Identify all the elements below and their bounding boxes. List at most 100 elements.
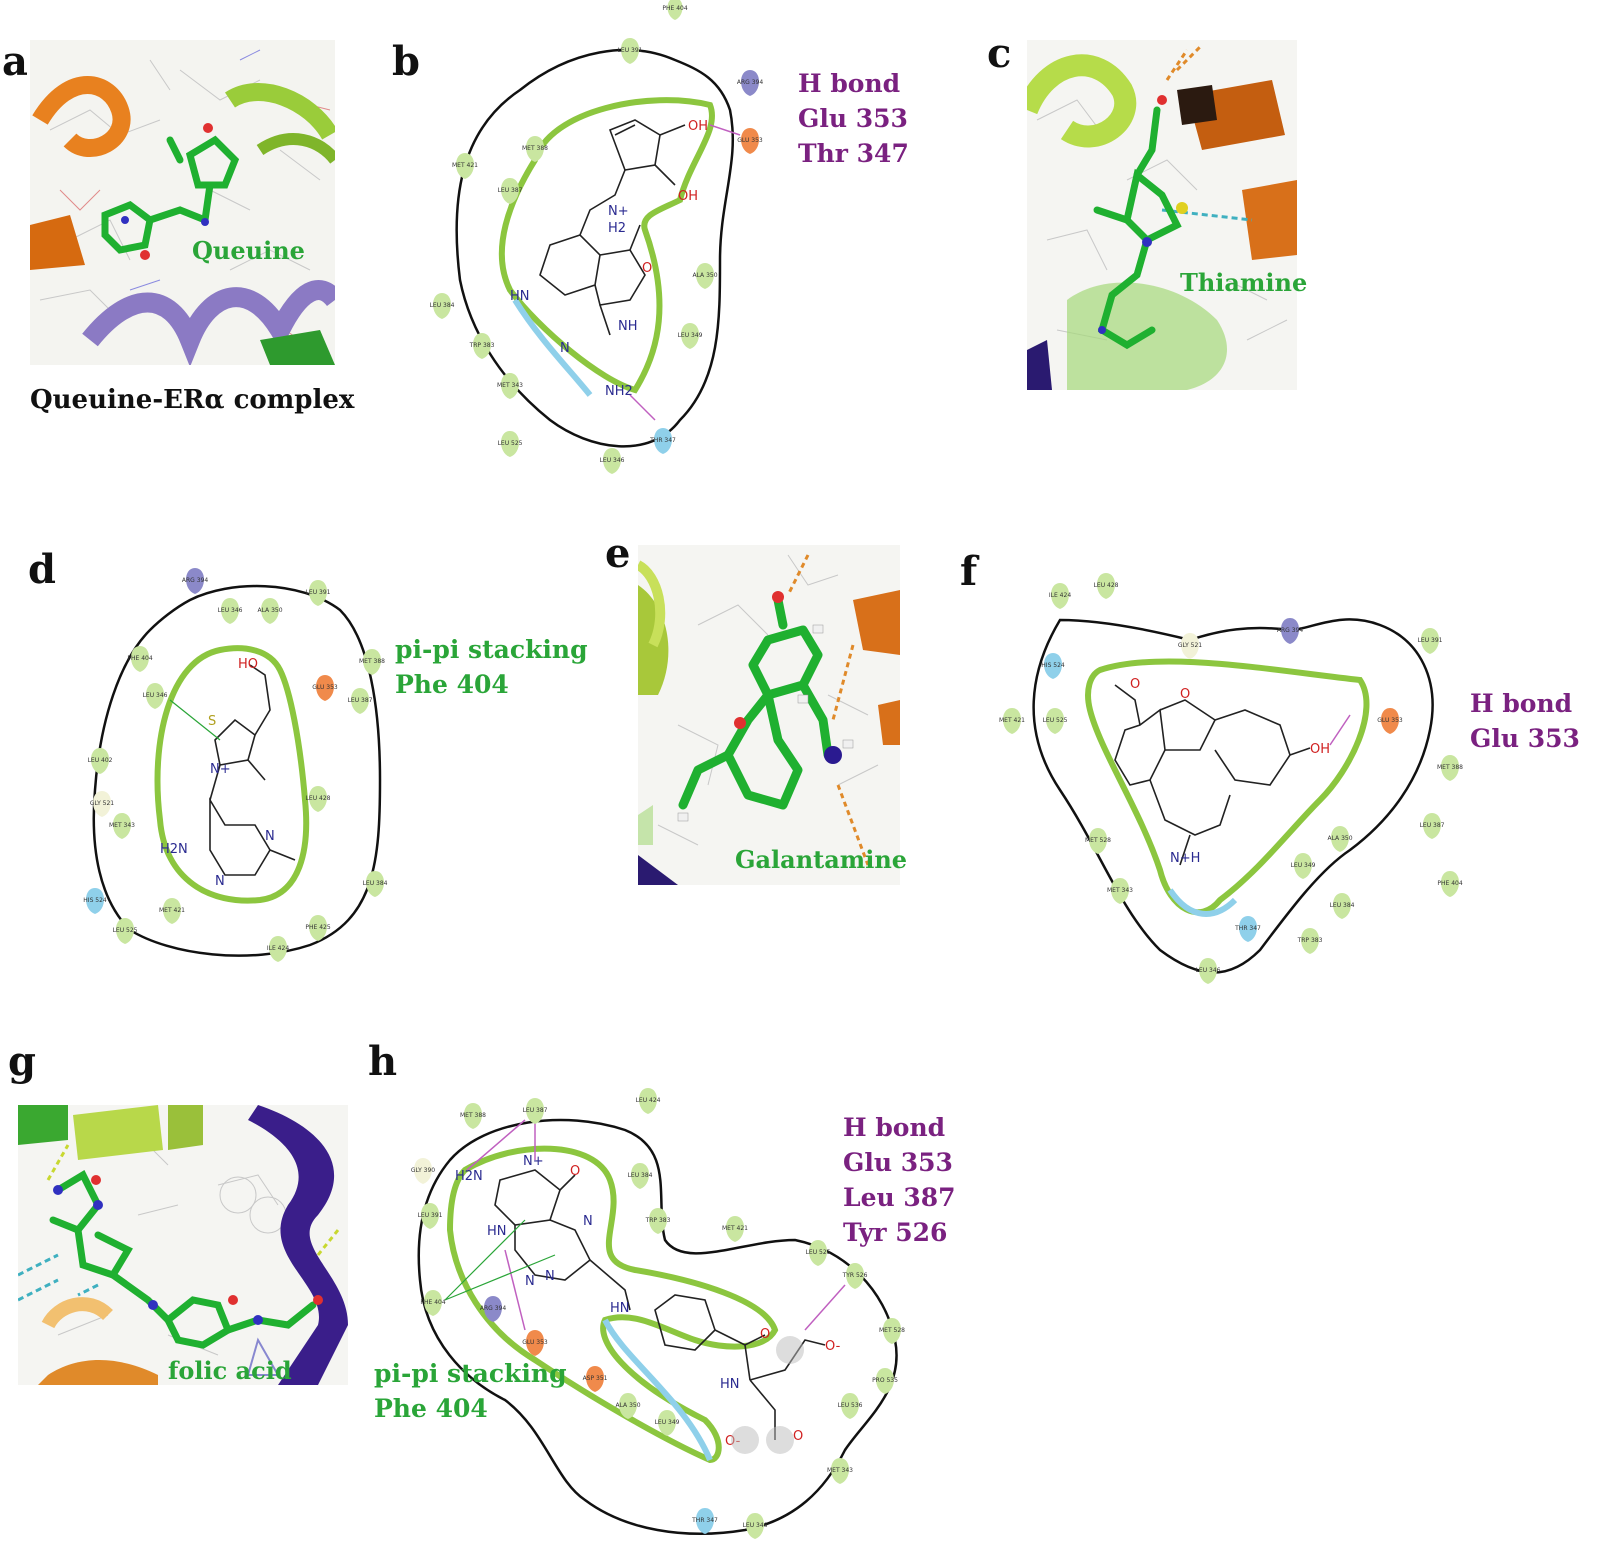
residue-leu349: LEU 349 <box>678 323 703 349</box>
svg-text:LEU 349: LEU 349 <box>678 332 703 339</box>
residue-leu384-d: LEU 384 <box>363 871 388 897</box>
residue-ala350-h: ALA 350 <box>615 1393 641 1419</box>
hbond-residue-h3: Tyr 526 <box>843 1218 948 1247</box>
svg-text:THR 347: THR 347 <box>649 437 676 444</box>
atom-hn-h3: HN <box>720 1377 740 1392</box>
svg-text:ILE 424: ILE 424 <box>1049 592 1071 599</box>
hbond-residue-h1: Glu 353 <box>843 1148 953 1177</box>
svg-text:LEU 424: LEU 424 <box>636 1097 661 1104</box>
residue-leu402-d: LEU 402 <box>88 748 113 774</box>
residue-phe425-d: PHE 425 <box>305 915 331 941</box>
residue-trp383-f: TRP 383 <box>1297 928 1323 954</box>
residue-leu387: LEU 387 <box>498 178 523 204</box>
thiamine-3d-render <box>1027 40 1297 390</box>
panel-letter-d: d <box>28 546 56 593</box>
thiamine-skeleton <box>209 664 296 876</box>
svg-text:ARG 394: ARG 394 <box>182 577 208 584</box>
svg-text:LEU 525: LEU 525 <box>113 927 138 934</box>
residue-leu346-f: LEU 346 <box>1196 958 1221 984</box>
residue-markers-f: ILE 424 LEU 428 GLY 521 ARG 394 LEU 391 … <box>999 573 1463 984</box>
atom-oh-f: OH <box>1310 742 1330 757</box>
atom-n-plus-d: N+ <box>210 762 231 777</box>
svg-text:GLU 353: GLU 353 <box>737 137 763 144</box>
residue-leu346b-d: LEU 346 <box>143 683 168 709</box>
solvent-exposure-outline-f <box>1085 658 1370 916</box>
residue-arg394-h: ARG 394 <box>480 1296 506 1322</box>
svg-text:GLY 521: GLY 521 <box>1178 642 1202 649</box>
residue-glu353: GLU 353 <box>737 128 763 154</box>
atom-n-plus: N+ <box>608 204 629 219</box>
hbond-title-h: H bond <box>843 1113 946 1142</box>
residue-markers: PHE 404 LEU 391 ARG 394 MET 388 GLU 353 … <box>430 0 763 474</box>
svg-text:HIS 524: HIS 524 <box>1041 662 1065 669</box>
residue-glu353-h: GLU 353 <box>522 1330 548 1356</box>
residue-markers-h: LEU 424 MET 388 LEU 387 GLY 390 LEU 384 … <box>411 1088 905 1539</box>
residue-glu353-d: GLU 353 <box>312 675 338 701</box>
residue-met388: MET 388 <box>522 136 548 162</box>
svg-text:GLU 353: GLU 353 <box>522 1339 548 1346</box>
solvent-exposure-outline <box>498 97 715 394</box>
pi-stacking-residue-d: Phe 404 <box>395 670 509 699</box>
atom-n-h1: N <box>583 1214 593 1229</box>
residue-phe404: PHE 404 <box>662 0 688 20</box>
svg-text:TRP 383: TRP 383 <box>469 342 495 349</box>
panel-letter-g: g <box>8 1038 36 1085</box>
residue-gly521-f: GLY 521 <box>1178 633 1202 659</box>
svg-text:GLU 353: GLU 353 <box>1377 717 1403 724</box>
residue-thr347: THR 347 <box>649 428 676 454</box>
panel-letter-e: e <box>605 530 631 577</box>
svg-text:LEU 428: LEU 428 <box>306 795 331 802</box>
residue-leu428-f: LEU 428 <box>1094 573 1119 599</box>
atom-o-ether: O <box>1180 687 1190 702</box>
residue-met528-h: MET 528 <box>879 1318 905 1344</box>
galantamine-hbond-label: H bond Glu 353 <box>1470 686 1580 756</box>
pi-stack-lines-h <box>444 1219 556 1301</box>
svg-text:MET 343: MET 343 <box>497 382 523 389</box>
panel-letter-b: b <box>392 38 420 85</box>
charged-group-halo-2 <box>731 1426 759 1454</box>
pi-stacking-title-h: pi-pi stacking <box>374 1359 567 1388</box>
atom-oh-2: OH <box>678 189 698 204</box>
residue-trp383-h: TRP 383 <box>645 1208 671 1234</box>
svg-text:LEU 346: LEU 346 <box>1196 967 1221 974</box>
svg-text:LEU 349: LEU 349 <box>1291 862 1316 869</box>
svg-text:LEU 391: LEU 391 <box>306 589 331 596</box>
thiamine-render-graphic <box>1027 43 1297 390</box>
residue-met388-d: MET 388 <box>359 649 385 675</box>
svg-text:ILE 424: ILE 424 <box>267 945 289 952</box>
atom-hn: HN <box>510 289 530 304</box>
svg-text:MET 343: MET 343 <box>109 822 135 829</box>
residue-met343-h: MET 343 <box>827 1458 853 1484</box>
residue-met388-h: MET 388 <box>460 1103 486 1129</box>
residue-met421: MET 421 <box>452 153 478 179</box>
galantamine-render-graphic <box>638 554 900 885</box>
queuine-2d-interaction-diagram: OH OH N+ H2 HN O NH N NH2 PHE 404 LEU 39… <box>430 0 763 474</box>
svg-text:TYR 526: TYR 526 <box>842 1272 868 1279</box>
hbond-title-f: H bond <box>1470 689 1573 718</box>
svg-text:LEU 346: LEU 346 <box>600 457 625 464</box>
atom-o-h: O <box>570 1164 580 1179</box>
folic-acid-render-graphic <box>18 1105 348 1385</box>
atom-o-h3: O <box>793 1429 803 1444</box>
svg-text:THR 347: THR 347 <box>691 1517 718 1524</box>
residue-leu525-f: LEU 525 <box>1043 708 1068 734</box>
atom-h2n-h: H2N <box>455 1169 483 1184</box>
thiamine-2d-interaction-diagram: HO S N+ N H2N N ARG 394 LEU 391 LEU 346 … <box>83 568 388 962</box>
svg-text:LEU 391: LEU 391 <box>1418 637 1443 644</box>
hbond-residue-h2: Leu 387 <box>843 1183 956 1212</box>
residue-phe404-d: PHE 404 <box>127 646 153 672</box>
pocket-outline <box>455 48 734 448</box>
residue-leu346-d: LEU 346 <box>218 598 243 624</box>
residue-pro535-h: PRO 535 <box>872 1368 898 1394</box>
svg-text:ALA 350: ALA 350 <box>1327 835 1352 842</box>
folic-acid-hbond-label: H bond Glu 353 Leu 387 Tyr 526 <box>843 1110 956 1250</box>
atom-s: S <box>208 714 216 729</box>
galantamine-label: Galantamine <box>735 845 908 874</box>
svg-text:PHE 404: PHE 404 <box>662 5 687 12</box>
pi-stacking-residue-h: Phe 404 <box>374 1394 488 1423</box>
residue-met343: MET 343 <box>497 373 523 399</box>
residue-leu391-h: LEU 391 <box>418 1203 443 1229</box>
residue-leu391-d: LEU 391 <box>306 580 331 606</box>
pi-stacking-title-d: pi-pi stacking <box>395 635 588 664</box>
solvent-exposed-segment <box>512 298 593 397</box>
